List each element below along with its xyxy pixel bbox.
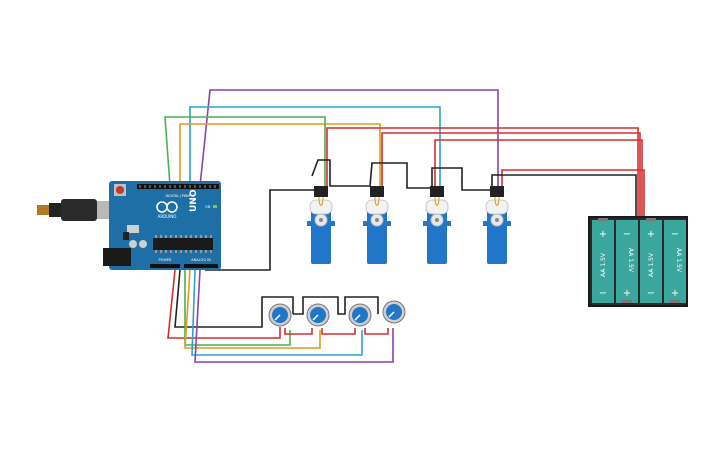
cell-top-sign: − xyxy=(623,229,631,240)
wire-red-power-4 xyxy=(501,169,645,218)
cell-label: AA 1.5V xyxy=(675,248,682,273)
analog-label: ANALOG IN xyxy=(191,258,211,262)
wire-red-power-3 xyxy=(434,139,643,218)
wire-black-ground-chain xyxy=(311,159,637,218)
arduino-logo xyxy=(156,201,178,213)
potentiometer[interactable] xyxy=(382,300,406,324)
wire-blue-signal xyxy=(189,106,441,188)
wire-black-pot-chain xyxy=(293,296,379,315)
servo-motor[interactable] xyxy=(307,186,335,264)
battery-cell: − + AA 1.5V xyxy=(616,220,638,303)
wire-red-power-2 xyxy=(381,132,641,218)
cell-top-sign: + xyxy=(647,229,655,240)
battery-cell: + − AA 1.5V xyxy=(640,218,662,303)
digital-label: DIGITAL (PWM~) xyxy=(165,194,195,198)
arduino-board: DIGITAL (PWM~) ARDUINO UNO ON xyxy=(103,181,221,270)
servo-motor[interactable] xyxy=(423,186,451,264)
cell-label: AA 1.5V xyxy=(648,252,655,277)
wire-red-power-1 xyxy=(326,127,639,218)
potentiometer[interactable] xyxy=(268,303,292,327)
wire-red-pot-power xyxy=(167,269,281,339)
cell-bottom-sign: − xyxy=(647,288,655,299)
wire-black-pot-ground xyxy=(174,269,294,328)
battery-pack[interactable]: + − AA 1.5V − + AA 1.5V + − AA 1.5V − + … xyxy=(588,216,688,307)
cell-label: AA 1.5V xyxy=(627,248,634,273)
cell-bottom-sign: + xyxy=(623,288,631,299)
cell-label: AA 1.5V xyxy=(600,252,607,277)
cell-bottom-sign: − xyxy=(599,288,607,299)
arduino-brand: ARDUINO xyxy=(158,214,177,219)
cell-top-sign: + xyxy=(599,229,607,240)
wire-purple-signal xyxy=(199,89,499,188)
potentiometer[interactable] xyxy=(306,303,330,327)
wire-green-signal xyxy=(164,116,326,188)
microcontroller-chip xyxy=(153,238,213,250)
wires xyxy=(164,89,645,363)
potentiometers xyxy=(268,300,406,327)
wire-black-ground-arduino xyxy=(205,189,318,271)
wire-purple-pot-4 xyxy=(194,269,394,363)
wire-orange-signal xyxy=(179,123,381,188)
servo-motor[interactable] xyxy=(483,186,511,264)
power-label: POWER xyxy=(159,258,173,262)
usb-plug xyxy=(37,199,119,221)
servo-motors xyxy=(307,186,511,264)
wire-blue-pot-3 xyxy=(191,269,363,356)
battery-cell: − + AA 1.5V xyxy=(664,220,686,303)
potentiometer[interactable] xyxy=(348,303,372,327)
battery-cell: + − AA 1.5V xyxy=(592,218,614,303)
arduino-model: UNO xyxy=(189,189,199,212)
cell-top-sign: − xyxy=(671,229,679,240)
servo-motor[interactable] xyxy=(363,186,391,264)
wire-red-pot-chain xyxy=(284,328,389,335)
on-led-label: ON xyxy=(205,205,211,209)
wire-orange-pot-2 xyxy=(184,269,321,349)
cell-bottom-sign: + xyxy=(671,288,679,299)
wire-green-pot-1 xyxy=(184,270,291,346)
on-led xyxy=(213,205,217,208)
